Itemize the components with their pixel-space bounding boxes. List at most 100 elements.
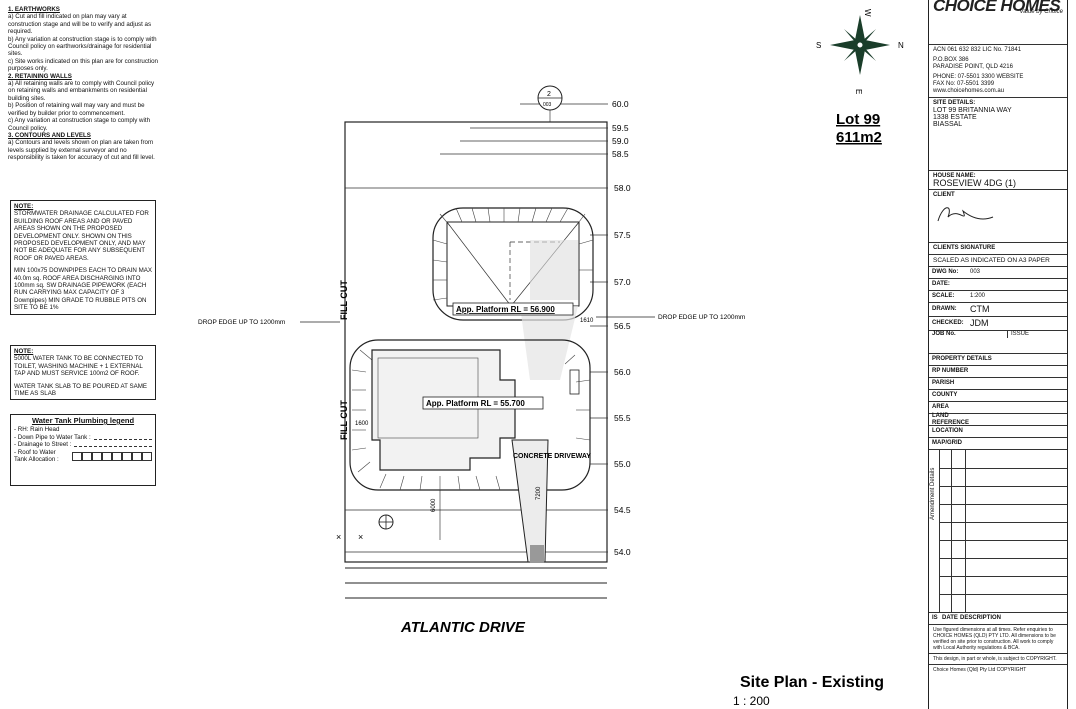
site-line: BIASSAL (933, 121, 963, 128)
svg-text:58.5: 58.5 (612, 149, 629, 159)
company-details: ACN 061 632 832 LIC No. 71841 P.O.BOX 38… (929, 45, 1067, 98)
dim-1600: 1600 (355, 421, 369, 427)
site-line: 1338 ESTATE (933, 114, 977, 121)
property-row: COUNTY (929, 390, 1067, 402)
footer-note: Use figured dimensions at all times. Ref… (929, 625, 1067, 654)
water-note-title: NOTE: (14, 348, 34, 355)
stormwater-note-title: NOTE: (14, 203, 34, 210)
site-line: LOT 99 BRITANNIA WAY (933, 107, 1012, 114)
drawing-scale: 1 : 200 (733, 694, 770, 708)
svg-text:56.5: 56.5 (614, 321, 631, 331)
section-marker-number: 2 (547, 91, 551, 98)
legend-title: Water Tank Plumbing legend (31, 416, 135, 425)
property-row: AREA (929, 402, 1067, 414)
amendment-label: Amendment Details (930, 467, 936, 520)
fax: FAX No: 07-5501 3399 www.choicehomes.com… (933, 81, 1005, 94)
property-row: LOCATION (929, 426, 1067, 438)
property-row: RP NUMBER (929, 366, 1067, 378)
dim-1610: 1610 (580, 318, 594, 324)
site-label: SITE DETAILS: (933, 100, 976, 106)
svg-text:54.0: 54.0 (614, 547, 631, 557)
driveway-crossover (530, 545, 544, 563)
svg-text:E: E (854, 89, 863, 94)
site-plan-drawing: FILL CUT FILL CUT App. Platform RL = 56.… (198, 9, 904, 708)
tb-row-checked: CHECKED:JDM (929, 317, 1067, 331)
fill-cut-label-lower: FILL CUT (339, 400, 349, 440)
north-arrow-icon: W S N E (816, 9, 904, 94)
po-box-2: PARADISE POINT, QLD 4216 (933, 64, 1013, 70)
lot-number: Lot 99 (836, 111, 880, 128)
plumbing-legend: Water Tank Plumbing legend - RH: Rain He… (10, 414, 156, 486)
house-footprint (371, 349, 516, 471)
svg-text:60.0: 60.0 (612, 99, 629, 109)
tb-row-dwg: DWG No:003 (929, 267, 1067, 279)
lot-area: 611m2 (836, 129, 882, 146)
water-note-body: 5000L WATER TANK TO BE CONNECTED TO TOIL… (14, 355, 144, 378)
earthworks-item: a) Cut and fill indicated on plan may va… (8, 13, 152, 36)
brand-logo: CHOICE HOMES (933, 0, 1061, 15)
footer-copyright: This design, in part or whole, is subjec… (929, 654, 1067, 665)
client-label: CLIENT (933, 192, 955, 198)
driveway-label: CONCRETE DRIVEWAY (513, 453, 591, 460)
section-marker-sub: 003 (543, 102, 552, 108)
scaled-note: SCALED AS INDICATED ON A3 PAPER (929, 255, 1067, 267)
title-block: CHOICE HOMES Value by Choice ACN 061 632… (928, 0, 1068, 709)
contours-title: 3. CONTOURS AND LEVELS (8, 131, 91, 139)
tb-row-job: JOB No.ISSUE (929, 331, 1067, 354)
legend-item-label: - Drainage to Street : (14, 441, 72, 449)
footer-copyright-2: Choice Homes (Qld) Pty Ltd COPYRIGHT (933, 667, 1027, 673)
contour-labels: 60.0 59.5 59.0 58.5 58.0 57.5 57.0 56.5 … (612, 99, 631, 557)
house-name: HOUSE NAME: ROSEVIEW 4DG (1) (929, 171, 1067, 190)
retaining-item: b) Position of retaining wall may vary a… (8, 102, 145, 117)
legend-item-label: - RH: Rain Head (14, 426, 60, 434)
allocation-grid (72, 451, 152, 461)
client-panel: CLIENT (929, 190, 1067, 243)
acn: ACN 061 632 832 LIC No. 71841 (933, 47, 1022, 53)
site-details: SITE DETAILS: LOT 99 BRITANNIA WAY 1338 … (929, 98, 1067, 171)
svg-text:56.0: 56.0 (614, 367, 631, 377)
svg-text:59.5: 59.5 (612, 123, 629, 133)
drop-edge-left: DROP EDGE UP TO 1200mm (198, 319, 285, 326)
svg-text:54.5: 54.5 (614, 505, 631, 515)
platform-upper-label: App. Platform RL = 56.900 (456, 305, 555, 314)
earthworks-item: c) Site works indicated on this plan are… (8, 57, 158, 73)
svg-text:57.0: 57.0 (614, 277, 631, 287)
stormwater-note: NOTE: STORMWATER DRAINAGE CALCULATED FOR… (10, 200, 156, 315)
tb-row-scale: SCALE:1:200 (929, 291, 1067, 303)
upper-batter (432, 207, 594, 321)
upper-batter-hatch (432, 207, 594, 301)
dim-6000: 6000 (431, 498, 437, 512)
fill-cut-label-upper: FILL CUT (339, 280, 349, 320)
house-label: HOUSE NAME: (933, 173, 976, 179)
driveway (511, 439, 549, 563)
dim-7200: 7200 (536, 486, 542, 500)
revision-header: IS DATE DESCRIPTION (929, 613, 1067, 625)
legend-item: - RH: Rain Head (14, 426, 152, 433)
legend-item: - Roof to Water Tank Allocation : (14, 449, 152, 464)
lower-batter-hatch (351, 349, 591, 491)
drawing-title: Site Plan - Existing (740, 674, 884, 691)
svg-text:55.5: 55.5 (614, 413, 631, 423)
brand-panel: CHOICE HOMES Value by Choice (929, 0, 1067, 45)
svg-text:59.0: 59.0 (612, 136, 629, 146)
svg-text:×: × (336, 532, 341, 542)
lot-boundary (344, 121, 608, 563)
svg-text:S: S (816, 41, 821, 50)
stormwater-note-body: STORMWATER DRAINAGE CALCULATED FOR BUILD… (14, 210, 149, 262)
platform-lower-label: App. Platform RL = 55.700 (426, 399, 525, 408)
house-value: ROSEVIEW 4DG (1) (933, 178, 1017, 188)
stipple-area (530, 240, 578, 300)
property-row: PARISH (929, 378, 1067, 390)
client-signature: CLIENTS SIGNATURE (929, 243, 1067, 255)
brand-tagline: Value by Choice (1019, 9, 1063, 15)
lower-batter (349, 339, 591, 491)
earthworks-item: b) Any variation at construction stage i… (8, 35, 157, 58)
legend-item: - Down Pipe to Water Tank : (14, 434, 152, 441)
client-signature-icon (937, 207, 994, 222)
retaining-title: 2. RETAINING WALLS (8, 72, 72, 80)
street-name: ATLANTIC DRIVE (400, 619, 526, 636)
svg-text:57.5: 57.5 (614, 230, 631, 240)
stormwater-note-body2: MIN 100x75 DOWNPIPES EACH TO DRAIN MAX 4… (14, 267, 152, 312)
water-tank-note: NOTE: 5000L WATER TANK TO BE CONNECTED T… (10, 345, 156, 401)
retaining-item: c) Any variation at construction stage t… (8, 117, 151, 132)
